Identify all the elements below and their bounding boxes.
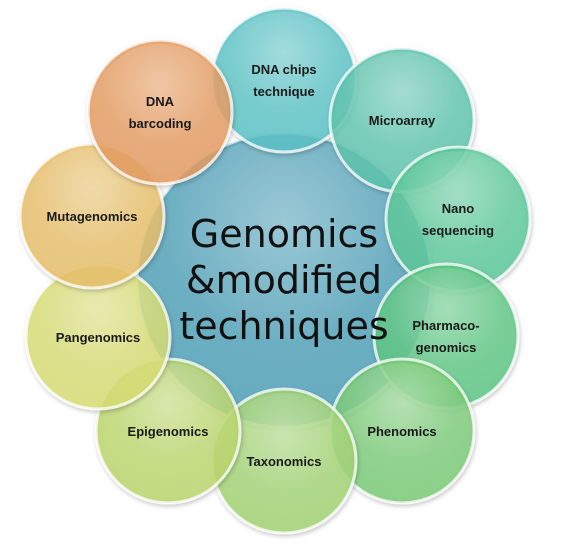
satellite-label-line: Taxonomics	[247, 454, 322, 469]
center-gloss	[141, 137, 427, 423]
satellite-label-line: genomics	[416, 340, 477, 355]
satellite-label-line: DNA	[146, 94, 175, 109]
satellite-gloss-nano-sequencing	[390, 151, 526, 287]
satellite-label-mutagenomics: Mutagenomics	[46, 209, 137, 224]
satellite-label-line: Microarray	[369, 113, 436, 128]
satellite-label-pangenomics: Pangenomics	[56, 330, 141, 345]
satellite-label-line: barcoding	[129, 116, 192, 131]
satellite-label-dna-barcoding: DNA barcoding	[129, 94, 192, 131]
satellite-gloss-pangenomics	[30, 269, 166, 405]
satellite-label-line: Pharmaco-	[412, 318, 479, 333]
satellite-gloss-dna-chips	[216, 12, 352, 148]
satellite-gloss-mutagenomics	[24, 148, 160, 284]
satellite-label-nano-sequencing: Nano sequencing	[422, 201, 494, 238]
satellite-label-line: DNA chips	[251, 62, 316, 77]
satellite-label-line: Nano	[442, 201, 475, 216]
center-title-line: Genomics	[190, 212, 378, 256]
satellite-gloss-phenomics	[334, 363, 470, 499]
satellite-label-line: Phenomics	[367, 424, 436, 439]
satellite-gloss-taxonomics	[216, 393, 352, 529]
satellite-label-line: Epigenomics	[128, 424, 209, 439]
center-title-line: techniques	[179, 304, 388, 348]
satellite-label-dna-chips: DNA chips technique	[251, 62, 316, 99]
satellite-label-line: Pangenomics	[56, 330, 141, 345]
satellite-label-phenomics: Phenomics	[367, 424, 436, 439]
satellite-label-line: sequencing	[422, 223, 494, 238]
satellite-label-taxonomics: Taxonomics	[247, 454, 322, 469]
satellite-label-line: technique	[253, 84, 314, 99]
center-title-line: &modified	[186, 258, 382, 302]
satellite-label-line: Mutagenomics	[46, 209, 137, 224]
satellite-label-epigenomics: Epigenomics	[128, 424, 209, 439]
satellite-label-pharmacogenomics: Pharmaco-genomics	[412, 318, 479, 355]
satellite-label-microarray: Microarray	[369, 113, 436, 128]
satellite-gloss-dna-barcoding	[92, 44, 228, 180]
